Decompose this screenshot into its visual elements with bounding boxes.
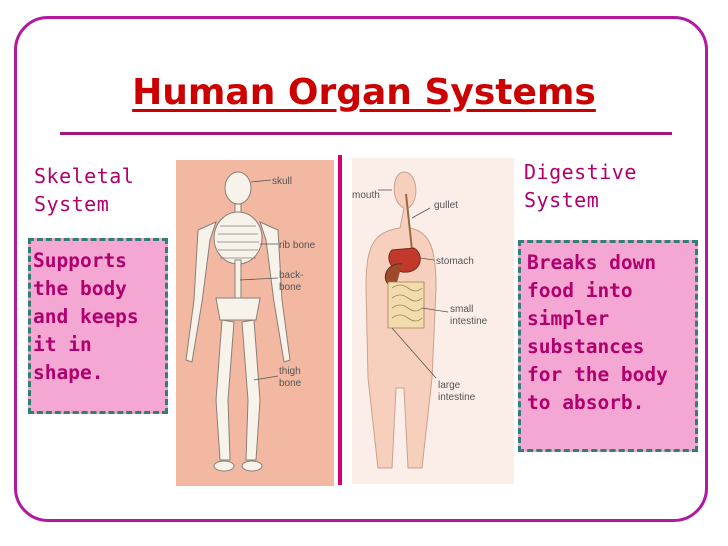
digestive-desc-line: food into xyxy=(527,279,633,302)
callout-thigh-2: bone xyxy=(279,378,302,389)
callout-stomach: stomach xyxy=(436,256,474,267)
skeletal-description-box: Supports the body and keeps it in shape. xyxy=(28,238,168,414)
skeleton-figure: skull rib bone back- bone thigh bone xyxy=(185,171,316,472)
digestive-heading-line2: System xyxy=(524,188,600,212)
callout-backbone-2: bone xyxy=(279,282,302,293)
callout-small-1: small xyxy=(450,304,473,315)
skeletal-desc-line: it in xyxy=(33,333,92,356)
skeletal-desc-line: the body xyxy=(33,277,127,300)
slide-frame xyxy=(14,16,708,522)
digestive-desc-line: Breaks down xyxy=(527,251,657,274)
skeletal-desc-line: and keeps xyxy=(33,305,139,328)
skeletal-heading: Skeletal System xyxy=(34,162,134,218)
digestive-illustration: mouth gullet stomach small intestine lar… xyxy=(352,158,514,484)
digestive-heading: Digestive System xyxy=(524,158,637,214)
callout-skull: skull xyxy=(272,176,292,187)
digestive-figure: mouth gullet stomach small intestine lar… xyxy=(352,171,488,469)
digestive-description-box: Breaks down food into simpler substances… xyxy=(518,240,698,452)
callout-rib-bone: rib bone xyxy=(279,240,316,251)
skeletal-desc-line: Supports xyxy=(33,249,127,272)
digestive-desc-line: simpler xyxy=(527,307,610,330)
skeleton-illustration: skull rib bone back- bone thigh bone xyxy=(176,160,334,486)
center-divider xyxy=(338,155,342,485)
digestive-desc-line: to absorb. xyxy=(527,391,645,414)
callout-large-1: large xyxy=(438,380,461,391)
digestive-heading-line1: Digestive xyxy=(524,160,637,184)
slide-title: Human Organ Systems xyxy=(132,72,596,113)
callout-mouth: mouth xyxy=(352,190,380,201)
callout-gullet: gullet xyxy=(434,200,458,211)
callout-large-2: intestine xyxy=(438,392,476,403)
callout-backbone-1: back- xyxy=(279,270,303,281)
digestive-desc-line: for the body xyxy=(527,363,668,386)
skeletal-heading-line1: Skeletal xyxy=(34,164,135,188)
callout-thigh-1: thigh xyxy=(279,366,301,377)
title-underline-rule xyxy=(60,132,672,135)
callout-small-2: intestine xyxy=(450,316,488,327)
skeletal-desc-line: shape. xyxy=(33,361,104,384)
digestive-desc-line: substances xyxy=(527,335,645,358)
skeletal-heading-line2: System xyxy=(34,192,110,216)
